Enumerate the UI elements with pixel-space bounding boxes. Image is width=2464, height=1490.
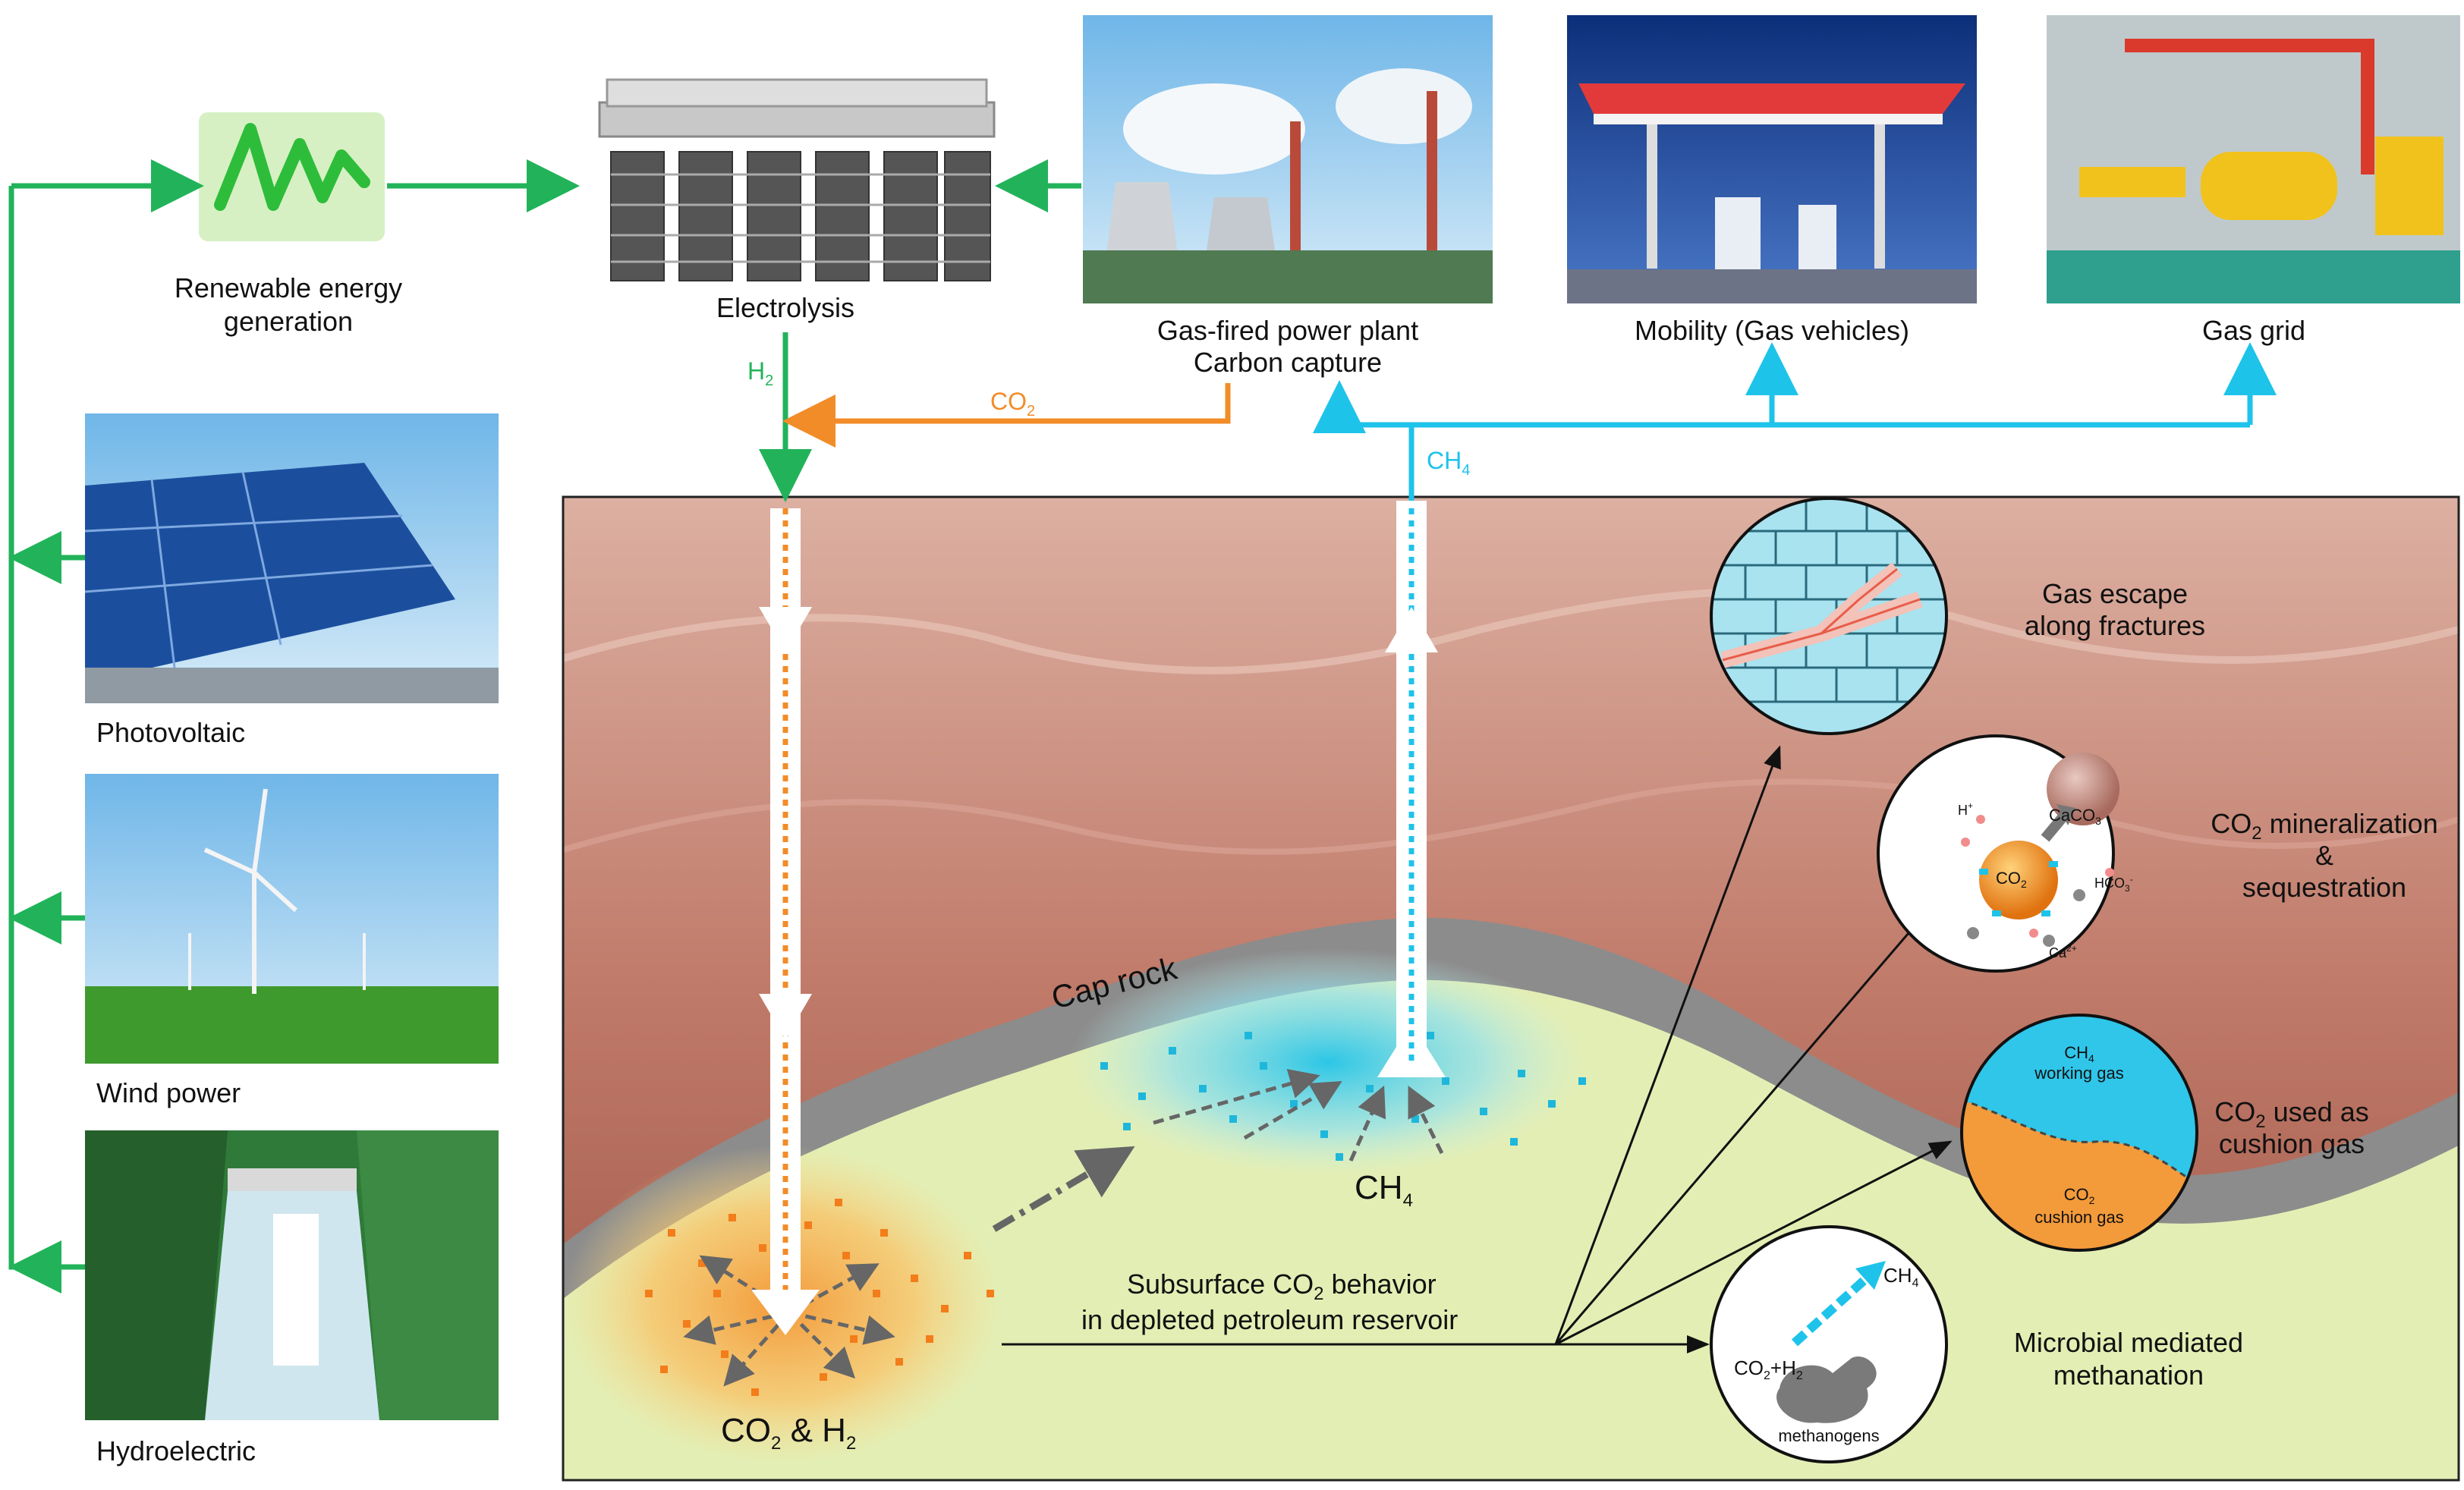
co2-particle-label: CO2 [1996,869,2027,890]
ch4-flow-label: CH4 [1427,447,1470,479]
injection-well [751,508,820,1335]
co2-h2-label: CO2 & H2 [721,1412,856,1454]
cushion-gas-inner-label: cushion gas [2034,1208,2123,1227]
hydroelectric-label: Hydroelectric [96,1435,256,1466]
reservoir-rock-layer [563,979,2459,1480]
behavior-arrows [1002,745,1953,1353]
mineralization-label-line2: & [2315,840,2333,871]
gas-grid-photo [2047,15,2460,303]
behavior-label: Subsurface CO2 behavior [1127,1268,1437,1304]
wind-power-label: Wind power [96,1077,241,1108]
microbial-label-line2: methanation [2053,1360,2204,1391]
ch4-working-gas-label: CH4 [2064,1043,2094,1064]
power-plant-photo [1083,15,1493,303]
gas-escape-label-line2: along fractures [2025,610,2205,641]
photovoltaic-label: Photovoltaic [96,717,245,748]
microbial-equation: CO2+H2 [1734,1356,1803,1382]
strata-layer-boundary [563,587,2459,674]
reservoir-frame [562,495,2460,1482]
ch4-accumulation [1070,948,1586,1176]
gas-escape-label: Gas escape [2042,578,2188,609]
photovoltaic-photo [84,413,499,703]
reservoir-cross-section [563,497,2459,1480]
production-well [1377,501,1446,1077]
microbial-ch4-label: CH4 [1883,1264,1919,1290]
h2-flow-label: H2 [747,357,773,389]
mineralization-label: CO2 mineralization [2211,808,2437,844]
hco3-ion-label: HCO3- [2094,874,2133,894]
gas-station-photo [1567,15,1977,303]
dispersal-arrows [683,1069,1444,1387]
strata-layer-boundary [563,778,2459,855]
renewable-label: Renewable energy [175,272,402,303]
ch4-zone-label: CH4 [1355,1169,1413,1211]
mobility-label: Mobility (Gas vehicles) [1635,315,1909,346]
mineralization-inset [1877,734,2119,973]
co2-flow-label: CO2 [990,388,1035,420]
behavior-label-line2: in depleted petroleum reservoir [1081,1304,1458,1335]
electrolysis-machine-icon [598,78,996,281]
cushion-gas-label: CO2 used as [2214,1096,2368,1132]
microbial-inset [1710,1225,1948,1463]
ca-ion-label: Ca2+ [2049,943,2077,960]
mineralization-label-line3: sequestration [2242,872,2406,903]
caco3-label: CaCO3 [2049,806,2101,827]
electrolysis-label: Electrolysis [716,292,854,323]
gas-escape-inset [1710,497,1948,735]
renewable-energy-icon [199,112,385,241]
methanogens-label: methanogens [1778,1426,1879,1445]
ch4-distribution-lines [1313,342,2277,501]
working-gas-label: working gas [2034,1064,2123,1083]
co2-cushion-label: CO2 [2064,1185,2095,1206]
microbial-label: Microbial mediated [2014,1327,2243,1358]
h-ion-label: H+ [1958,800,1973,818]
co2-particle [1979,841,2058,919]
orange-particles [645,1199,994,1396]
wind-power-photo [85,774,499,1064]
power-plant-label-line2: Carbon capture [1194,347,1382,378]
renewable-label-line2: generation [224,306,353,337]
cushion-gas-inset [1960,1014,2198,1252]
power-plant-label: Gas-fired power plant [1157,315,1418,346]
cushion-gas-label-line2: cushion gas [2219,1128,2365,1159]
hydroelectric-photo [85,1130,499,1420]
gas-grid-label: Gas grid [2202,315,2305,346]
co2-return-line [782,383,1231,448]
migration-arrow [992,1146,1135,1232]
